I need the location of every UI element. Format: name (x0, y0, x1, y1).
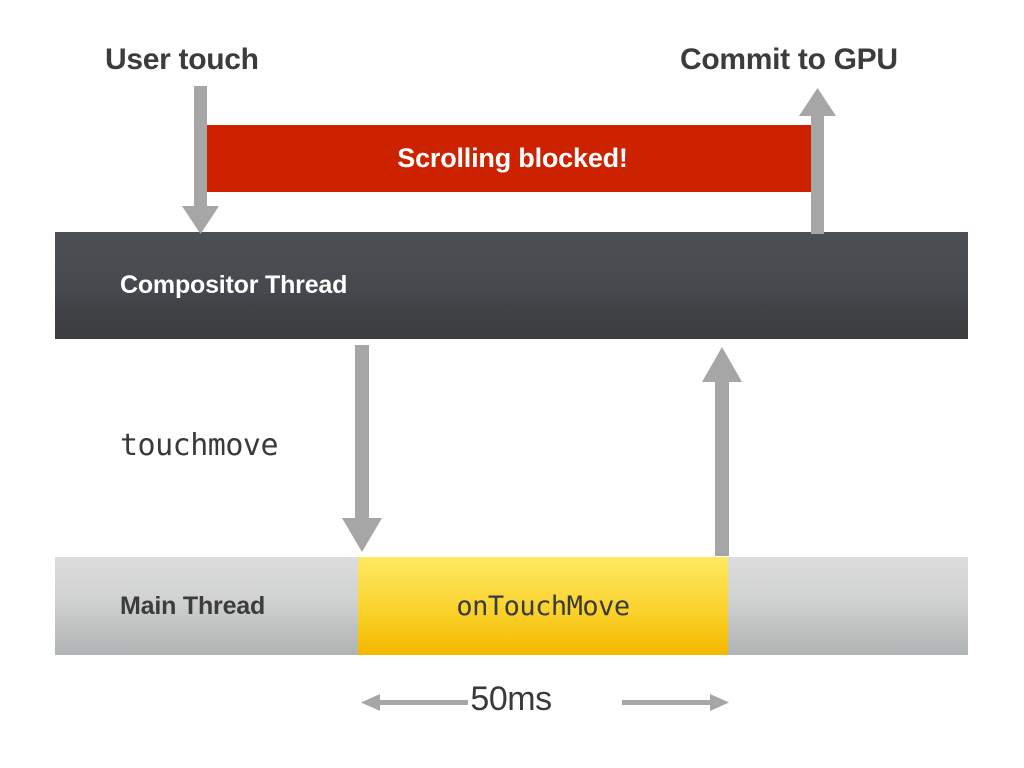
measure-duration-value: 50ms (470, 680, 552, 718)
touchmove-arrow (342, 345, 382, 552)
measure-left-arrow (361, 694, 468, 711)
touchmove-event-label: touchmove (120, 428, 279, 463)
main-thread-label: Main Thread (120, 591, 266, 620)
compositor-thread-label: Compositor Thread (120, 271, 348, 299)
commit-to-gpu-label: Commit to GPU (680, 43, 898, 76)
main-to-compositor-arrow (702, 347, 742, 556)
ontouchmove-label: onTouchMove (456, 590, 630, 622)
user-touch-label: User touch (105, 43, 259, 76)
measure-duration-label: 50ms (0, 680, 1024, 719)
ontouchmove-task-block: onTouchMove (358, 557, 728, 655)
compositor-thread-lane: Compositor Thread (55, 232, 968, 339)
measure-right-arrow (622, 694, 729, 711)
scrolling-blocked-label: Scrolling blocked! (397, 143, 628, 173)
scrolling-blocked-banner: Scrolling blocked! (207, 125, 818, 192)
